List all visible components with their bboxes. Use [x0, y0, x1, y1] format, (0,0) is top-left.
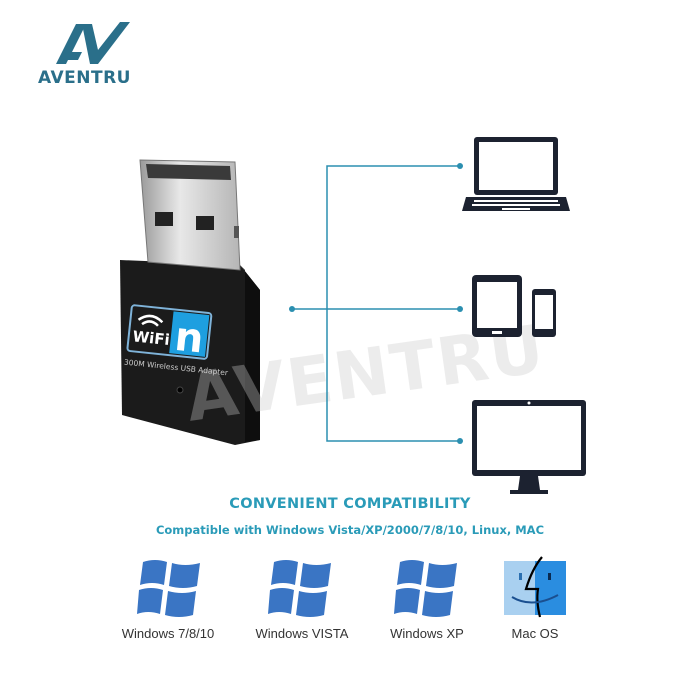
monitor-icon — [472, 400, 586, 494]
windows-logo-icon — [137, 560, 200, 617]
os-label-windows-xp: Windows XP — [390, 626, 464, 641]
windows-logo-icon — [268, 560, 331, 617]
tablet-phone-icon — [472, 275, 556, 337]
connection-diagram — [289, 163, 463, 444]
finder-icon — [504, 556, 566, 618]
os-label-mac-os: Mac OS — [511, 626, 559, 641]
windows-logo-icon — [394, 560, 457, 617]
svg-text:WiFi: WiFi — [132, 327, 171, 349]
brand-logo-icon — [56, 22, 130, 64]
compatibility-title: CONVENIENT COMPATIBILITY — [229, 496, 471, 512]
laptop-icon — [462, 137, 570, 211]
usb-adapter-image: WiFi n 300M Wireless USB Adapter — [120, 159, 260, 445]
svg-text:n: n — [173, 314, 206, 363]
compatibility-subtitle: Compatible with Windows Vista/XP/2000/7/… — [155, 523, 545, 537]
os-label-windows-7-8-10: Windows 7/8/10 — [121, 626, 215, 641]
os-label-windows-vista: Windows VISTA — [255, 626, 349, 641]
brand-name: AVENTRU — [38, 68, 131, 88]
